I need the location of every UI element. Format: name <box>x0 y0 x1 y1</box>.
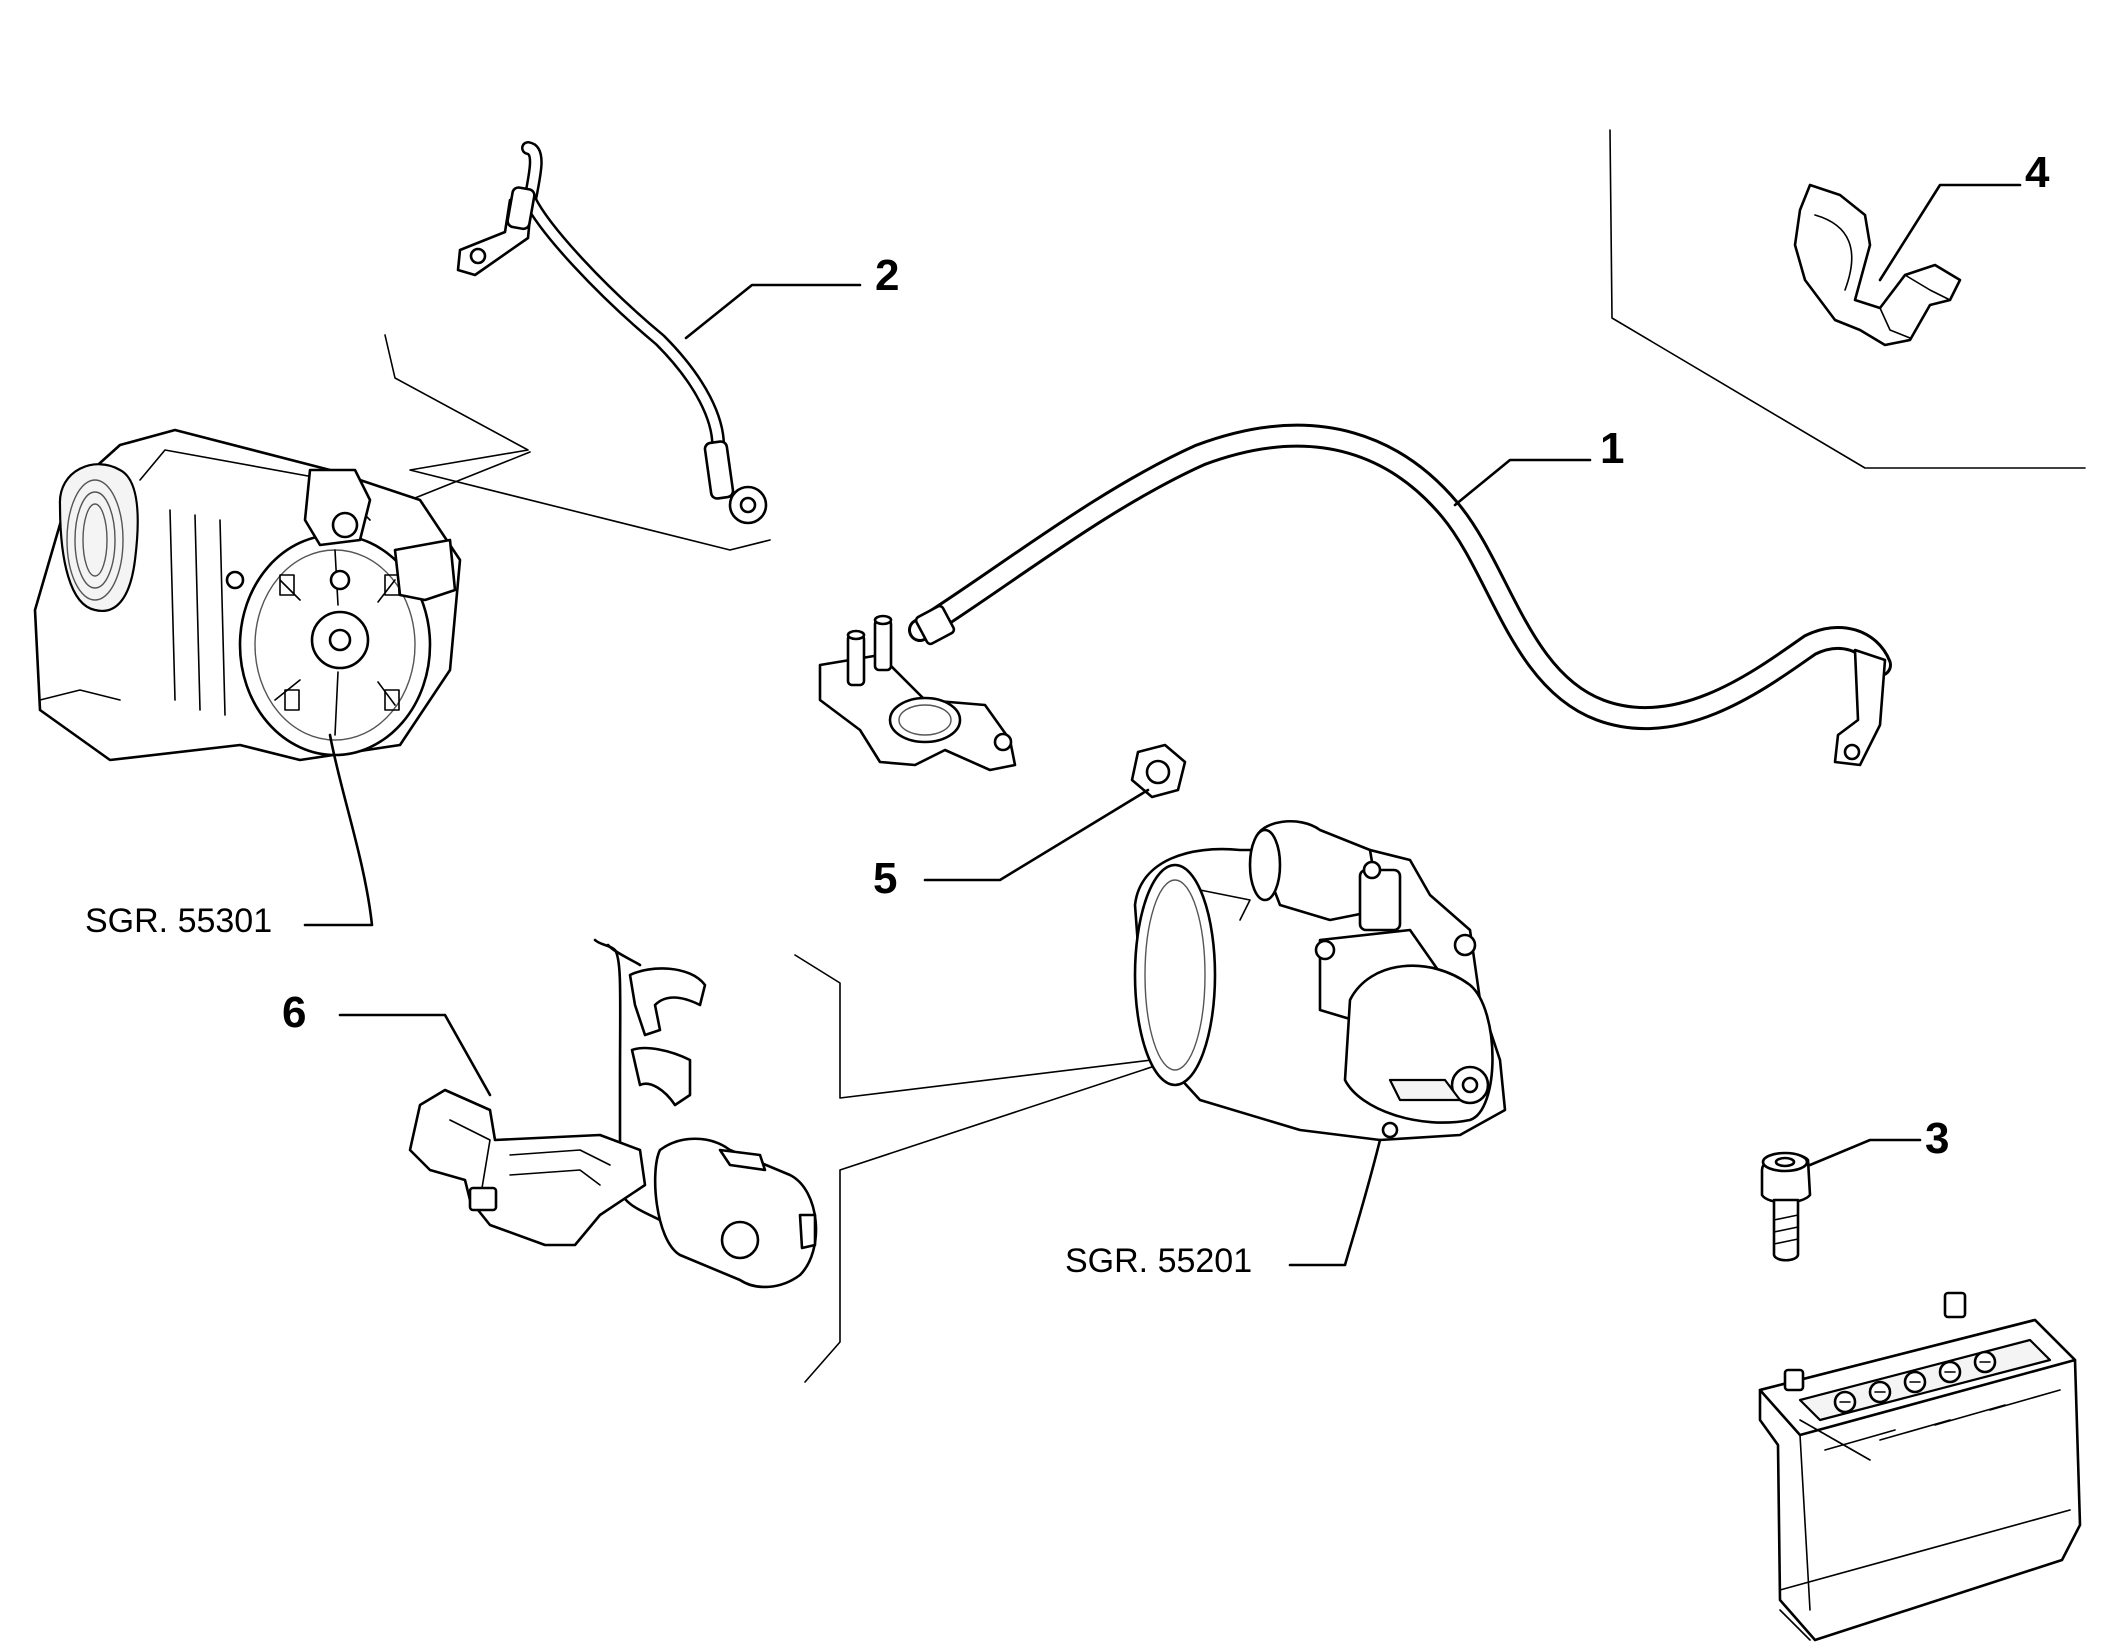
battery-assembly <box>1758 1291 2082 1642</box>
reference-starter: SGR. 55201 <box>1065 1242 1252 1280</box>
alternator-assembly <box>33 428 462 927</box>
ground-cable-2 <box>456 141 768 525</box>
section-dividers <box>384 129 2086 1383</box>
bracket-cover-6 <box>338 938 818 1289</box>
leader-line-2 <box>684 283 862 340</box>
cable-clip-4 <box>1793 183 2022 347</box>
callout-labels: 1 2 3 4 5 6 <box>282 148 2050 1163</box>
callout-4: 4 <box>2025 148 2050 197</box>
callout-6: 6 <box>282 988 306 1037</box>
callout-5: 5 <box>873 854 897 903</box>
reference-alternator: SGR. 55301 <box>85 902 272 940</box>
callout-2: 2 <box>875 251 899 300</box>
nut-5 <box>923 743 1187 882</box>
starter-motor-assembly <box>1133 819 1507 1267</box>
callout-1: 1 <box>1600 424 1624 473</box>
bolt-3 <box>1760 1138 1922 1262</box>
callout-3: 3 <box>1925 1114 1949 1163</box>
reference-labels: SGR. 55301 SGR. 55201 <box>85 902 1252 1280</box>
battery-cable-1 <box>818 423 1892 772</box>
